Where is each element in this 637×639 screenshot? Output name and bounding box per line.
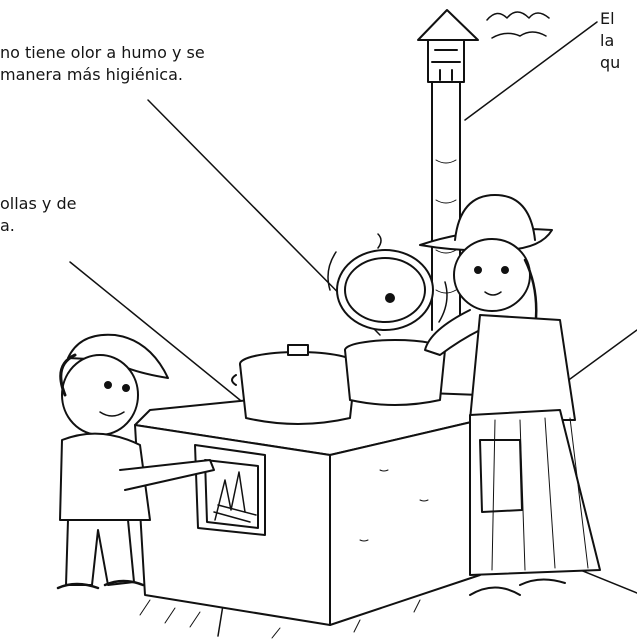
caption-line: la	[600, 31, 615, 50]
woman-figure	[419, 194, 601, 596]
caption-line: qu	[600, 53, 621, 72]
caption-top-left: no tiene olor a humo y se manera más hig…	[0, 42, 205, 86]
chimney	[417, 9, 550, 331]
caption-line: ollas y de	[0, 194, 77, 213]
caption-line: El	[600, 9, 615, 28]
caption-line: a.	[0, 216, 15, 235]
stove	[134, 389, 481, 626]
caption-mid-left: ollas y de a.	[0, 193, 76, 237]
ground-shading	[139, 599, 421, 639]
caption-top-right: El la qu	[600, 8, 620, 74]
caption-line: no tiene olor a humo y se	[0, 43, 205, 62]
caption-line: manera más higiénica.	[0, 65, 183, 84]
boy-figure	[56, 333, 215, 590]
pots	[231, 233, 448, 425]
